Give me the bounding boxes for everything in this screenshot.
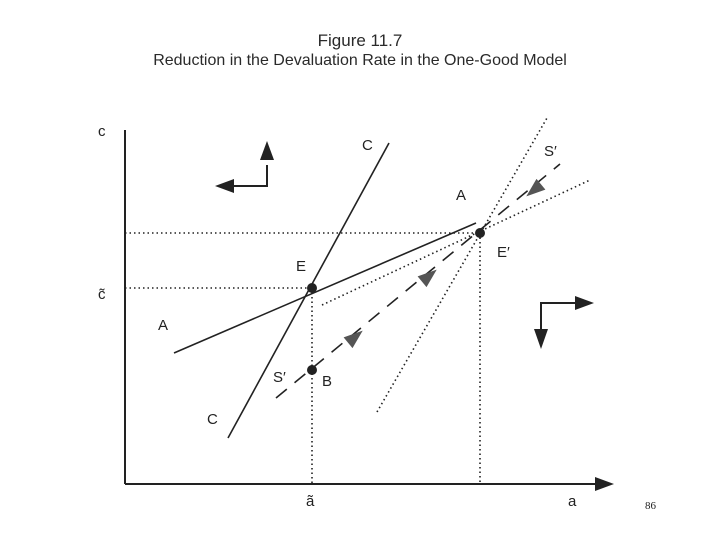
figure-title: Figure 11.7	[317, 31, 403, 50]
saddle-path-s-prime	[275, 163, 561, 399]
saddle-arrow-upper-left	[526, 178, 546, 197]
new-schedules	[321, 117, 591, 413]
label-point-e: E	[296, 258, 306, 275]
label-point-e-prime: E′	[497, 244, 510, 261]
point-e	[307, 283, 317, 293]
axes	[124, 130, 614, 491]
y-tick-c-tilde: c̃	[98, 286, 106, 303]
saddle-path-arrows	[343, 178, 546, 349]
new-c-schedule	[376, 117, 548, 413]
figure-subtitle: Reduction in the Devaluation Rate in the…	[153, 52, 567, 69]
motion-indicator-upper-left	[215, 141, 274, 193]
projection-lines	[125, 232, 481, 484]
label-c-bottom: C	[207, 411, 218, 428]
points	[307, 228, 485, 375]
point-e-prime	[475, 228, 485, 238]
saddle-arrow-middle-right	[417, 269, 437, 288]
arrow-right-icon	[575, 296, 594, 310]
label-a-left: A	[158, 317, 168, 334]
label-point-b: B	[322, 373, 332, 390]
x-axis-label: a	[568, 493, 577, 510]
saddle-path	[275, 163, 561, 399]
y-axis-label: c	[98, 123, 106, 140]
label-a-right: A	[456, 187, 466, 204]
page-number: 86	[645, 500, 656, 512]
arrow-up-icon	[260, 141, 274, 160]
arrow-down-icon	[534, 329, 548, 349]
label-c-top: C	[362, 137, 373, 154]
label-s-prime-top: S′	[544, 143, 557, 160]
saddle-arrow-lower-right	[343, 330, 363, 349]
label-s-prime-bottom: S′	[273, 369, 286, 386]
point-b	[307, 365, 317, 375]
motion-indicator-lower-right	[534, 296, 594, 349]
a-schedule	[173, 222, 477, 354]
x-axis-arrowhead	[595, 477, 614, 491]
arrow-left-icon	[215, 179, 234, 193]
x-tick-a-tilde: ã	[306, 493, 315, 510]
